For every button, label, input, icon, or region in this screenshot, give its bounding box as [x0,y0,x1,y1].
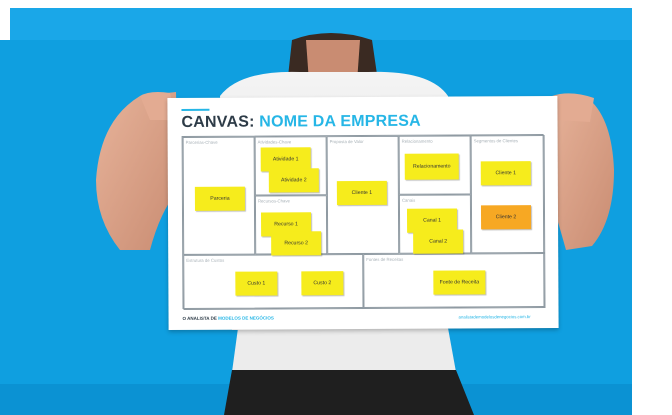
footer-url: analistademodelosdenegocios.com.br [458,314,531,320]
shirt-lower [232,328,456,372]
section-label: Estrutura de Custos [186,257,225,263]
white-border-top [0,0,672,8]
section-label: Segmentos de Clientes [473,138,519,144]
title-prefix: CANVAS: [181,113,255,131]
pants [224,370,474,415]
footer-brand-prefix: O ANALISTA DE [182,315,217,321]
sticky-note-parceria: Parceria [194,186,245,211]
footer-brand: O ANALISTA DE MODELOS DE NEGÓCIOS [183,315,274,320]
section-segmentos: Segmentos de Clientes [470,135,546,254]
sticky-note-recurso-2: Recurso 2 [271,231,322,256]
right-arm [548,96,614,250]
business-model-canvas-poster: CANVAS: NOME DA EMPRESA Parcerias-Chave … [167,95,559,331]
sticky-note-canal-2: Canal 2 [413,229,464,254]
canvas-title: CANVAS: NOME DA EMPRESA [181,113,420,132]
sticky-note-relacionamento: Relacionamento [404,153,459,180]
canvas-grid: Parcerias-Chave Atividades-Chave Recurso… [181,134,546,310]
section-label: Fontes de Receitas [366,256,404,262]
section-label: Atividades-Chave [257,139,292,145]
section-label: Proposta de Valor [329,138,364,145]
section-label: Recursos-Chave [257,198,290,204]
section-label: Parcerias-Chave [185,139,218,145]
section-label: Relacionamento [401,138,433,144]
sticky-note-cliente-1: Cliente 1 [480,161,531,186]
sticky-note-proposta-cliente: Cliente 1 [336,180,387,206]
white-border-right [632,0,672,415]
sticky-note-atividade-2: Atividade 2 [268,168,319,193]
sticky-note-custo-2: Custo 2 [301,271,344,296]
sticky-note-fonte-receita: Fonte de Receita [433,270,486,295]
right-hand [552,93,594,122]
white-border-left [0,0,10,40]
left-hand [140,92,176,120]
sticky-note-cliente-2: Cliente 2 [480,205,532,230]
footer-brand-highlight: MODELOS DE NEGÓCIOS [218,315,274,321]
left-arm [96,92,178,250]
sticky-note-custo-1: Custo 1 [235,271,278,296]
title-company-name: NOME DA EMPRESA [259,112,421,131]
section-label: Canais [401,197,416,203]
title-accent-line [181,108,210,111]
